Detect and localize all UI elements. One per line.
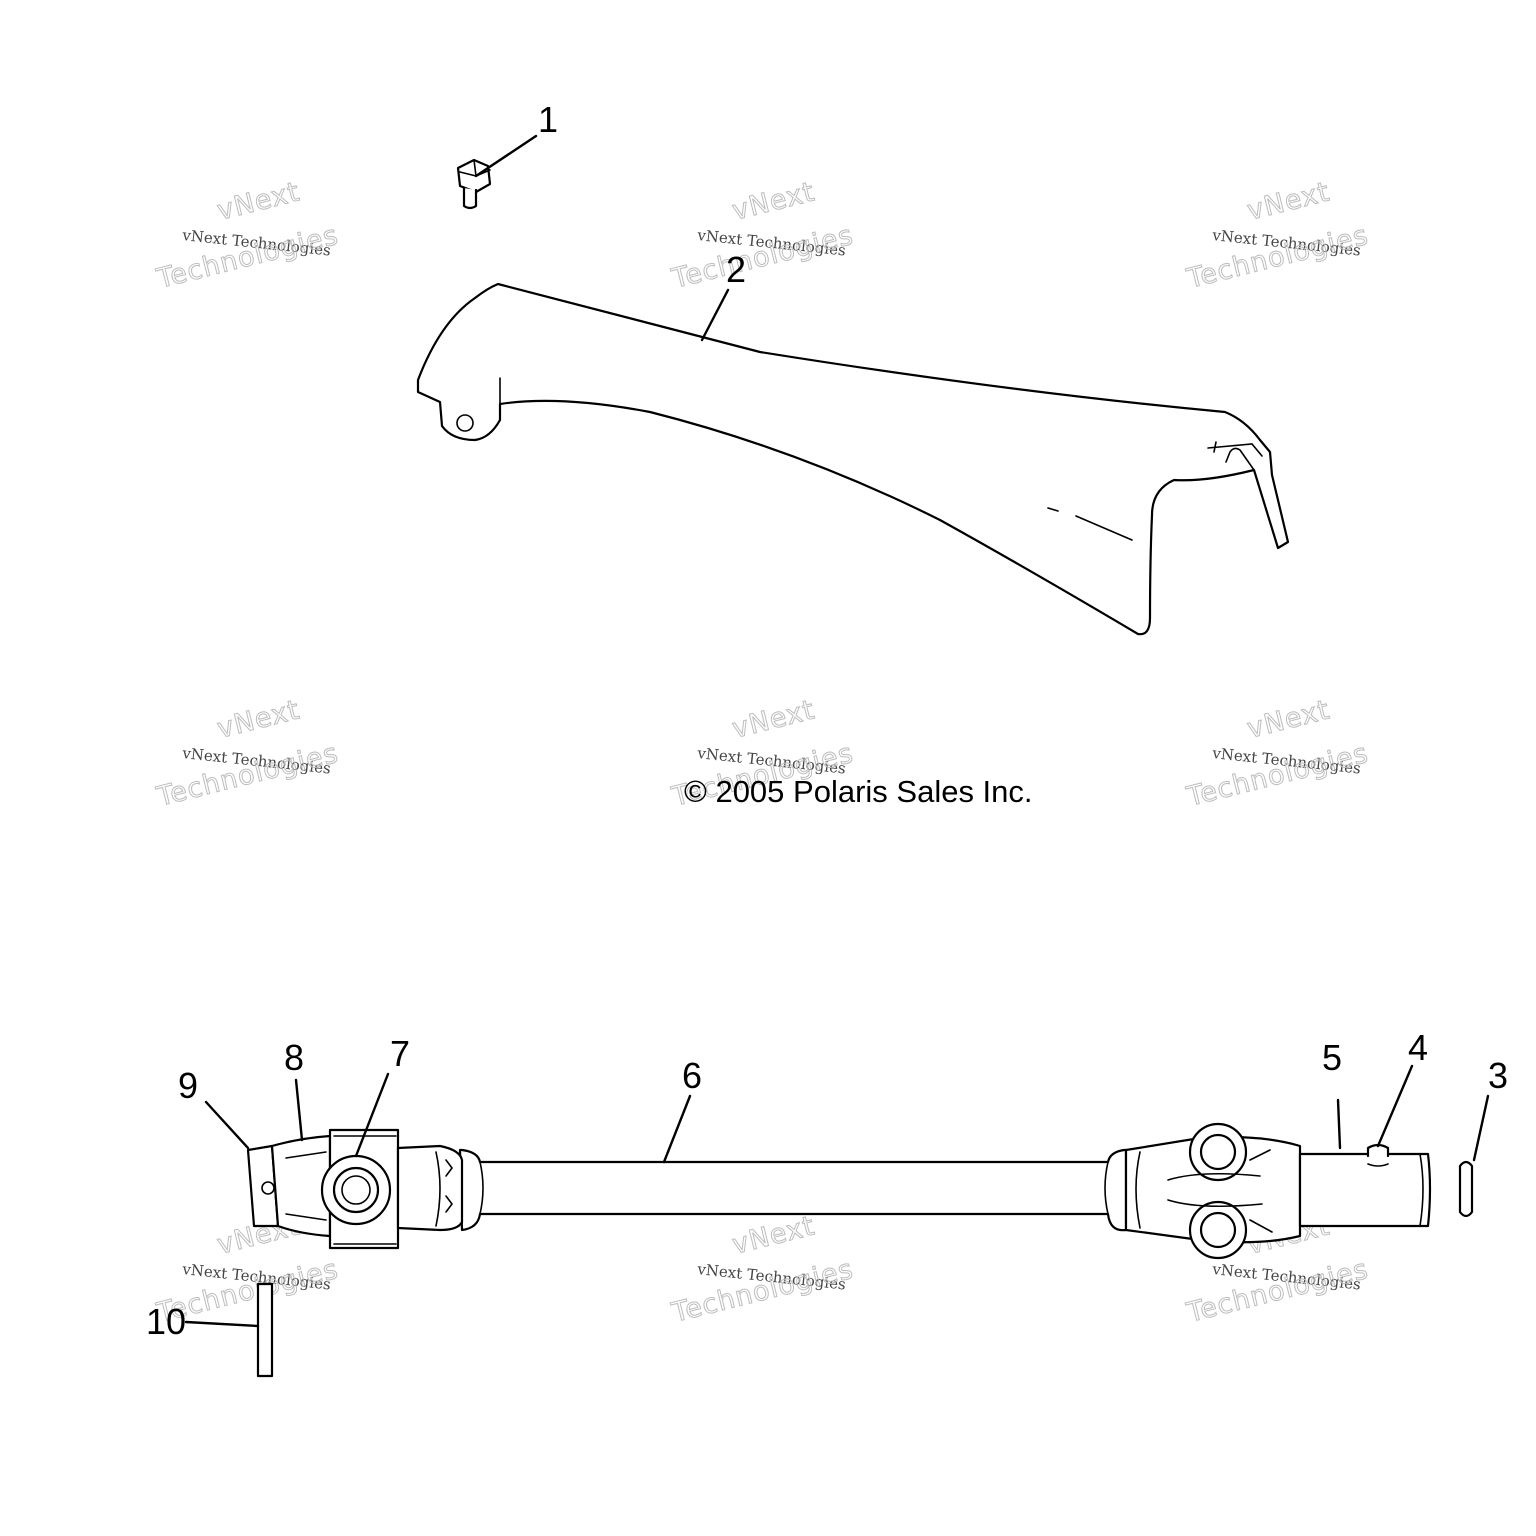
callout-1: 1: [538, 99, 558, 140]
watermark: vNext vNext Technologies Technologies: [668, 1210, 857, 1330]
right-u-joint: [1124, 1122, 1432, 1260]
driveshaft-shield: [416, 282, 1290, 636]
svg-text:vNext: vNext: [1244, 176, 1333, 226]
watermark: vNext vNext Technologies Technologies: [1183, 694, 1372, 814]
watermark: vNext vNext Technologies Technologies: [1183, 176, 1372, 296]
watermark: vNext vNext Technologies Technologies: [153, 694, 342, 814]
svg-text:vNext: vNext: [729, 1210, 818, 1260]
watermark: vNext vNext Technologies Technologies: [668, 176, 857, 296]
callout-3: 3: [1488, 1055, 1508, 1096]
callout-2: 2: [726, 249, 746, 290]
callout-8: 8: [284, 1037, 304, 1078]
roll-pin: [1458, 1160, 1474, 1218]
left-u-joint: [246, 1128, 464, 1250]
callout-labels: 1 2 3 4 5 6 7 8 9 10: [146, 99, 1508, 1342]
svg-text:vNext: vNext: [1244, 694, 1333, 744]
callout-7: 7: [390, 1033, 410, 1074]
callout-4: 4: [1408, 1027, 1428, 1068]
svg-text:vNext: vNext: [214, 176, 303, 226]
callout-5: 5: [1322, 1037, 1342, 1078]
svg-text:vNext: vNext: [729, 176, 818, 226]
callout-9: 9: [178, 1065, 198, 1106]
callout-6: 6: [682, 1055, 702, 1096]
callout-10: 10: [146, 1301, 186, 1342]
bolt: [456, 158, 492, 210]
driveshaft-assembly: [246, 1122, 1474, 1378]
copyright-notice: © 2005 Polaris Sales Inc.: [684, 774, 1033, 809]
watermark: vNext vNext Technologies Technologies: [153, 176, 342, 296]
svg-text:vNext: vNext: [214, 694, 303, 744]
svg-text:vNext: vNext: [729, 694, 818, 744]
leader-lines: [184, 134, 1490, 1328]
spring-pin: [256, 1282, 274, 1378]
